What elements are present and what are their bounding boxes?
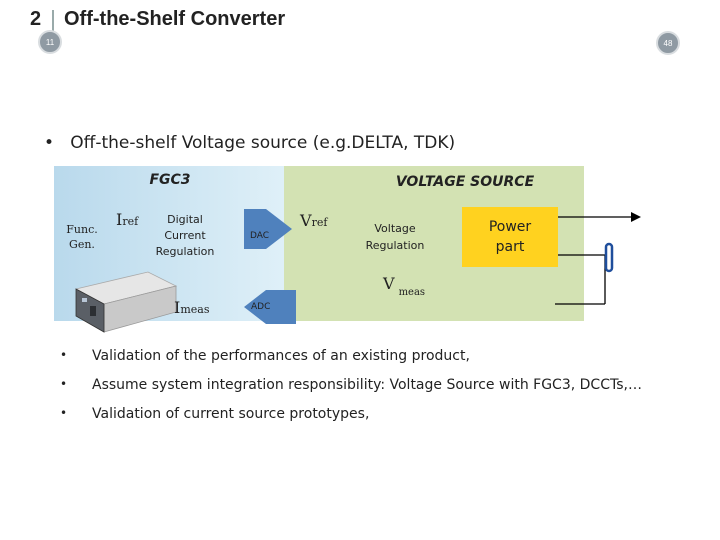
main-bullet-text: Off-the-shelf Voltage source (e.g.DELTA,… — [70, 133, 456, 153]
i-ref-subscript: ref — [122, 215, 139, 228]
sub-bullet-list: • Validation of the performances of an ex… — [60, 348, 642, 435]
sub-bullet-item: • Validation of the performances of an ex… — [60, 348, 642, 377]
v-ref-label: Vref — [300, 211, 327, 230]
bullet-dot: • — [44, 133, 71, 153]
output-arrow-icon — [631, 212, 641, 222]
dac-arrow-shape — [244, 209, 292, 249]
v-ref-letter: V — [300, 211, 312, 230]
power-part-label: Power part — [488, 219, 532, 255]
i-meas-letter: I — [174, 298, 181, 317]
bullet-dot: • — [60, 348, 68, 362]
converter-device-image — [74, 271, 178, 333]
voltage-regulation-label: Voltage Regulation — [365, 222, 425, 252]
v-meas-subscript: meas — [398, 287, 426, 298]
sub-bullet-item: • Assume system integration responsibilit… — [60, 377, 642, 406]
section-number: 2 — [30, 8, 42, 30]
page-title: Off-the-Shelf Converter — [64, 8, 286, 30]
dcct-sensor-icon — [604, 242, 614, 273]
i-ref-label: Iref — [116, 210, 138, 229]
bullet-dot: • — [60, 377, 68, 391]
adc-converter-shape — [244, 290, 296, 324]
sub-bullet-item: • Validation of current source prototypes… — [60, 406, 642, 435]
bullet-dot: • — [60, 406, 68, 420]
i-ref-letter: I — [116, 210, 123, 229]
sub-bullet-text: Validation of the performances of an exi… — [92, 348, 470, 364]
sub-bullet-text: Validation of current source prototypes, — [92, 406, 370, 422]
sub-bullet-text: Assume system integration responsibility… — [92, 377, 642, 393]
slide-badge-right: 48 — [656, 31, 680, 55]
output-wiring — [555, 212, 641, 305]
power-part-block — [462, 207, 558, 267]
v-ref-subscript: ref — [311, 216, 328, 229]
dac-label: DAC — [250, 231, 270, 241]
i-meas-subscript: meas — [180, 303, 210, 316]
fgc3-title: FGC3 — [149, 172, 191, 188]
v-meas-letter: V — [383, 274, 395, 293]
adc-arrow-shape — [244, 290, 296, 324]
header-separator — [52, 10, 54, 32]
dac-converter-shape — [244, 209, 292, 249]
adc-label: ADC — [251, 302, 271, 312]
main-bullet: • Off-the-shelf Voltage source (e.g.DELT… — [44, 133, 455, 153]
slide-badge-left: 11 — [38, 30, 62, 54]
func-gen-label: Func. Gen. — [66, 223, 98, 251]
device-indicator — [82, 298, 87, 302]
device-connector — [90, 306, 96, 316]
digital-current-regulation-label: Digital Current Regulation — [155, 213, 215, 258]
i-meas-label: Imeas — [174, 298, 209, 317]
voltage-source-title: VOLTAGE SOURCE — [395, 174, 535, 190]
